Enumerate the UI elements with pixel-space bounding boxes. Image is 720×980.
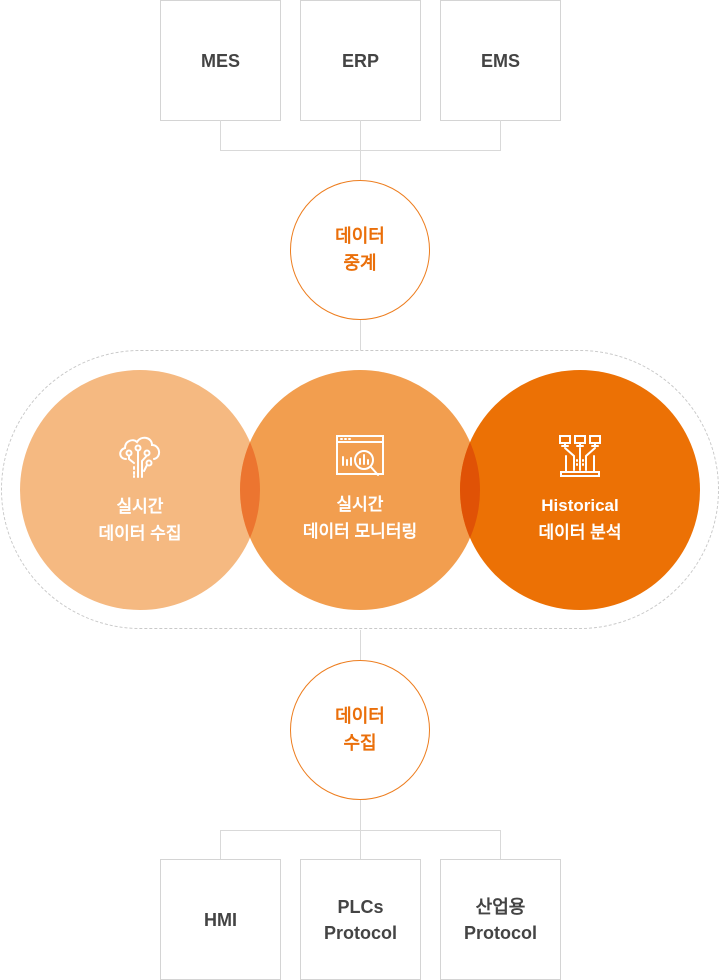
- system-label: MES: [200, 50, 240, 71]
- hub-label-line2: 수집: [343, 733, 377, 753]
- function-label-monitor: 실시간 데이터 모니터링: [240, 370, 480, 610]
- connector-line: [360, 630, 361, 660]
- connector-line: [500, 120, 501, 150]
- system-label: ERP: [341, 50, 379, 71]
- source-label-line1: 산업용: [475, 896, 526, 917]
- connector-line: [220, 120, 221, 150]
- source-label-line1: PLCs: [337, 896, 384, 917]
- hub-label-line1: 데이터: [335, 226, 385, 246]
- connector-line: [220, 830, 221, 860]
- source-label-line2: Protocol: [323, 922, 397, 943]
- function-title-line1: Historical: [541, 496, 619, 515]
- function-title-line2: 데이터 분석: [538, 523, 622, 542]
- hub-label-line2: 중계: [343, 253, 377, 273]
- function-circle-monitor: [240, 370, 480, 610]
- cloud-circuit-icon: [119, 436, 160, 478]
- system-box-ems: EMS: [440, 0, 561, 121]
- collect-hub: 데이터 수집: [290, 660, 430, 800]
- connector-line: [220, 150, 501, 151]
- source-box-industrial: 산업용 Protocol: [440, 859, 561, 980]
- monitor-analytics-icon: [336, 435, 384, 476]
- system-box-mes: MES: [160, 0, 281, 121]
- function-label-analysis: Historical 데이터 분석: [460, 370, 700, 610]
- connector-line: [500, 830, 501, 860]
- source-box-hmi: HMI: [160, 859, 281, 980]
- function-title-line1: 실시간: [336, 495, 384, 514]
- function-title-line2: 데이터 모니터링: [302, 522, 418, 541]
- source-label-line2: Protocol: [463, 922, 537, 943]
- function-title-line1: 실시간: [116, 497, 164, 516]
- connector-line: [360, 320, 361, 350]
- function-circle-collect: [20, 370, 260, 610]
- network-laptop-icon: [559, 435, 601, 477]
- system-box-erp: ERP: [300, 0, 421, 121]
- core-function-group: [1, 350, 719, 629]
- function-label-collect: 실시간 데이터 수집: [20, 370, 260, 610]
- function-circle-analysis: [460, 370, 700, 610]
- system-label: EMS: [480, 50, 520, 71]
- relay-hub: 데이터 중계: [290, 180, 430, 320]
- source-box-plcs: PLCs Protocol: [300, 859, 421, 980]
- source-label-line1: HMI: [204, 909, 237, 930]
- connector-line: [220, 830, 501, 831]
- hub-label-line1: 데이터: [335, 706, 385, 726]
- function-title-line2: 데이터 수집: [98, 524, 182, 543]
